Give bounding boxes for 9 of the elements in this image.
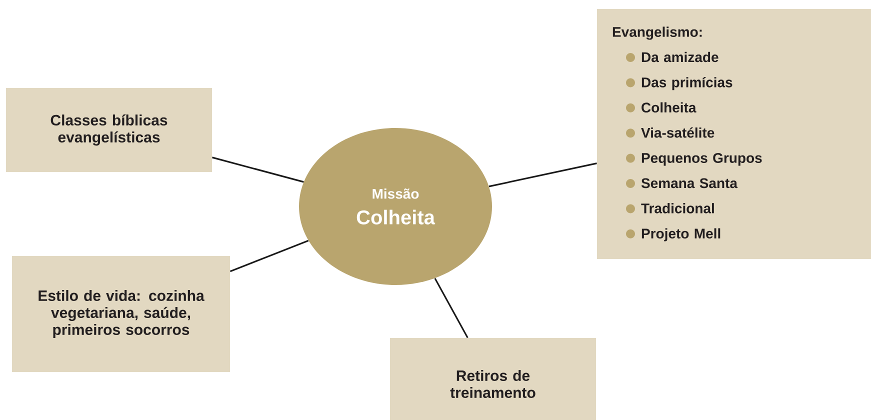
topic-box: Retiros de treinamento [390,338,596,420]
topic-box: Estilo de vida: cozinha vegetariana, saúde, primeiros socorros [12,256,230,372]
connector-line [212,156,304,183]
center-oval: Missão Colheita [299,128,492,285]
list-box: Evangelismo: Da amizade Das primícias Colheita Via-satélite Pequenos Grupos Semana Santa Tradicional Projeto Mell [597,9,871,259]
connector-line [230,240,309,272]
connector-line [434,278,468,338]
connector-line [488,162,597,188]
topic-box: Classes bíblicas evangelísticas [6,88,212,172]
